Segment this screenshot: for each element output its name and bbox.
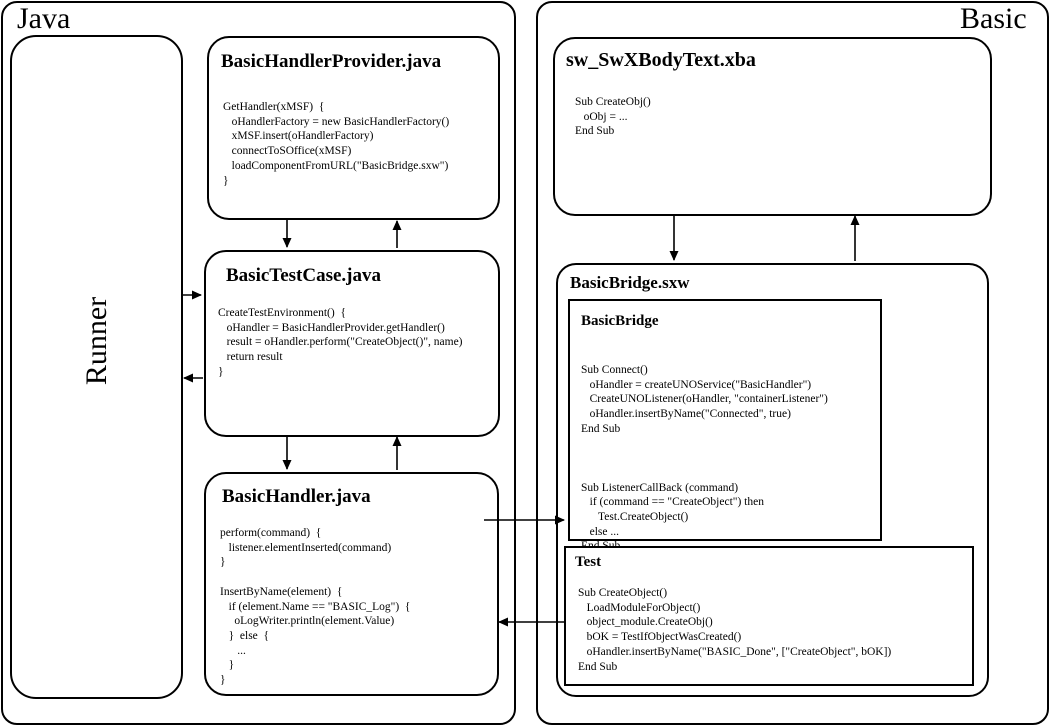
test-module-title: Test — [575, 554, 602, 570]
sw-box: sw_SwXBodyText.xba Sub CreateObj() oObj … — [553, 37, 992, 216]
sw-code: Sub CreateObj() oObj = ... End Sub — [575, 96, 651, 138]
bridge-module-box: BasicBridge Sub Connect() oHandler = cre… — [568, 299, 882, 552]
provider-title: BasicHandlerProvider.java — [221, 51, 442, 72]
handler-box: BasicHandler.java perform(command) { lis… — [204, 472, 499, 696]
basic-region-label: Basic — [960, 2, 1027, 35]
handler-title: BasicHandler.java — [222, 486, 371, 507]
test-module-code: Sub CreateObject() LoadModuleForObject()… — [578, 587, 892, 673]
basic-region-box — [536, 1, 1049, 725]
handler-code: perform(command) { listener.elementInser… — [220, 527, 411, 687]
runner-label: Runner — [79, 296, 113, 385]
bridge-sxw-box: BasicBridge.sxw BasicBridge Sub Connect(… — [556, 263, 989, 697]
testcase-box: BasicTestCase.java CreateTestEnvironment… — [204, 250, 500, 437]
provider-box: BasicHandlerProvider.java GetHandler(xMS… — [207, 36, 500, 220]
runner-box: Runner — [10, 35, 183, 699]
provider-code: GetHandler(xMSF) { oHandlerFactory = new… — [223, 101, 450, 187]
testcase-title: BasicTestCase.java — [226, 265, 381, 286]
bridge-module-title: BasicBridge — [581, 313, 659, 329]
testcase-code: CreateTestEnvironment() { oHandler = Bas… — [218, 307, 463, 378]
sw-title: sw_SwXBodyText.xba — [566, 49, 756, 71]
bridge-module-code: Sub Connect() oHandler = createUNOServic… — [581, 364, 828, 552]
test-module-box: Test Sub CreateObject() LoadModuleForObj… — [564, 546, 974, 686]
bridge-sxw-title: BasicBridge.sxw — [570, 273, 690, 292]
java-region-box — [1, 1, 516, 725]
java-region-label: Java — [17, 2, 71, 35]
